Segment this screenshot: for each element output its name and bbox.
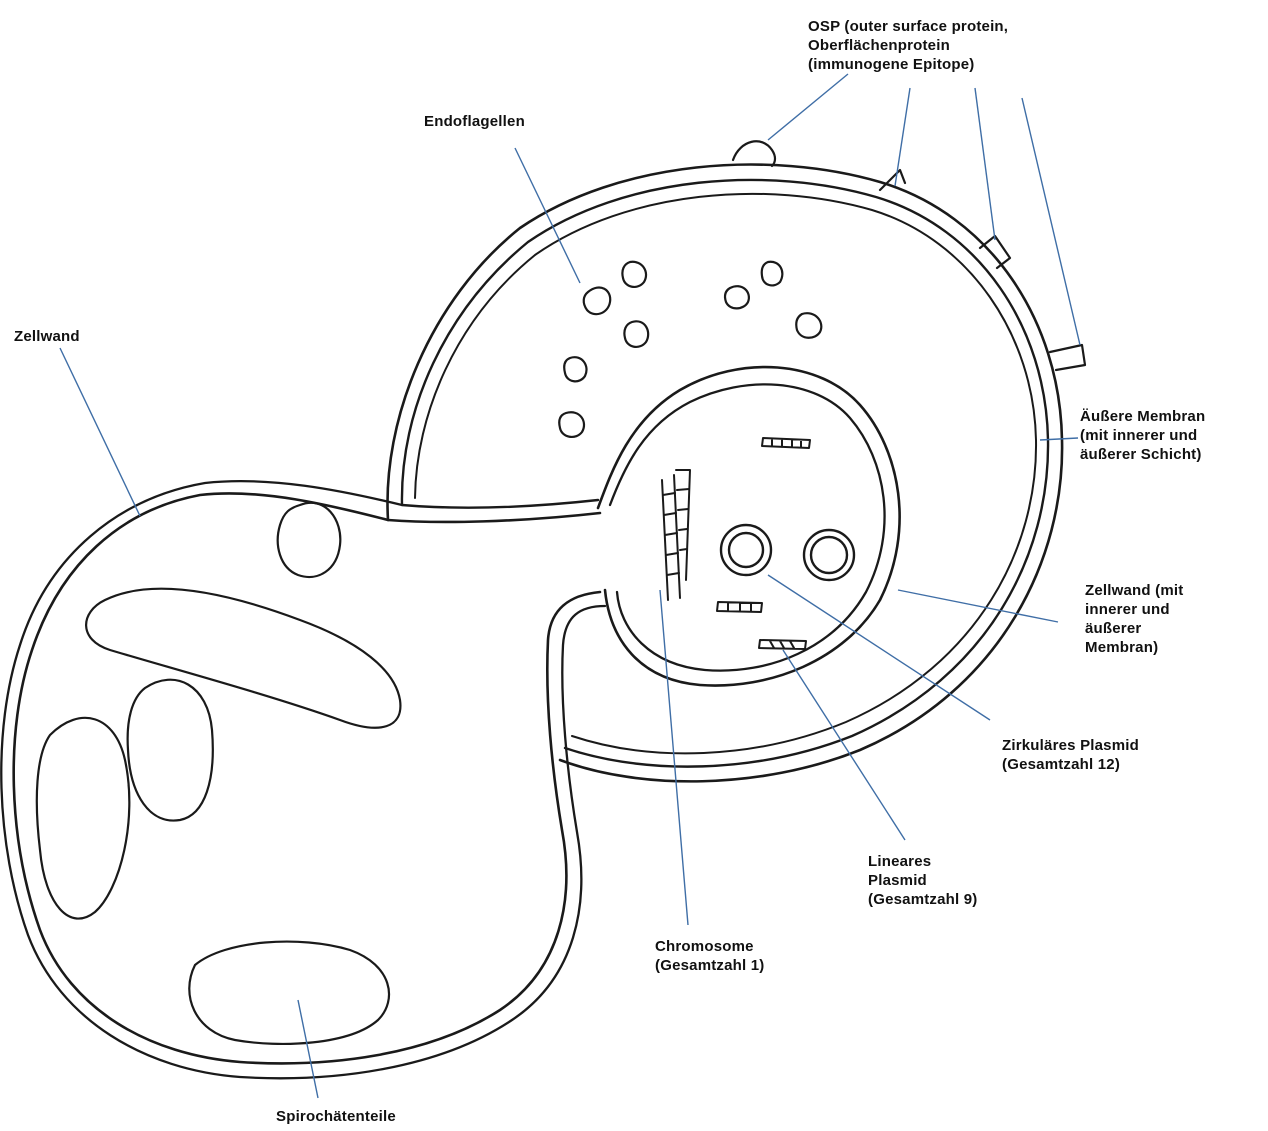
label-endoflagellen: Endoflagellen	[424, 112, 525, 131]
chromosome-ladder	[662, 470, 690, 600]
leader-chromosome	[660, 590, 688, 925]
osp-bump-1	[733, 141, 775, 166]
osp-stub-4	[1050, 345, 1085, 370]
leader-zirkulaeres-plasmid	[768, 575, 990, 720]
label-spirochaetenteile: Spirochätenteile	[276, 1107, 396, 1126]
left-blob-large	[37, 718, 130, 919]
leader-zellwand-left	[60, 348, 140, 516]
leader-osp-1	[768, 74, 848, 140]
leader-spirochaetenteile	[298, 1000, 318, 1098]
left-blob-top	[278, 503, 341, 577]
label-zellwand-right: Zellwand (mit innerer und äußerer Membra…	[1085, 581, 1183, 657]
leader-zellwand-right	[898, 590, 1058, 622]
leader-osp-2	[895, 88, 910, 186]
left-elongated-blob	[86, 589, 400, 728]
leader-osp-3	[975, 88, 995, 240]
leader-aeussere-membran	[1040, 438, 1078, 440]
osp-square-3	[980, 236, 1010, 268]
leader-lineares-plasmid	[783, 650, 905, 840]
outer-membrane-inner-line	[402, 180, 1048, 767]
label-osp: OSP (outer surface protein, Oberflächenp…	[808, 17, 1008, 74]
label-zirkulaeres-plasmid: Zirkuläres Plasmid (Gesamtzahl 12)	[1002, 736, 1139, 774]
label-aeussere-membran: Äußere Membran (mit innerer und äußerer …	[1080, 407, 1205, 464]
outer-membrane-outer-line	[387, 165, 1062, 782]
label-chromosome: Chromosome (Gesamtzahl 1)	[655, 937, 765, 975]
label-lineares-plasmid: Lineares Plasmid (Gesamtzahl 9)	[868, 852, 978, 909]
left-cell-wall-outer	[14, 493, 600, 1063]
label-zellwand-left: Zellwand	[14, 327, 80, 346]
endoflagellen-group	[559, 262, 821, 437]
left-blob-bottom	[189, 942, 389, 1044]
left-cell-wall-inner	[1, 481, 605, 1078]
circular-plasmids	[721, 525, 854, 580]
left-blob-mid	[128, 680, 213, 821]
inner-crescent-inner	[610, 384, 885, 670]
